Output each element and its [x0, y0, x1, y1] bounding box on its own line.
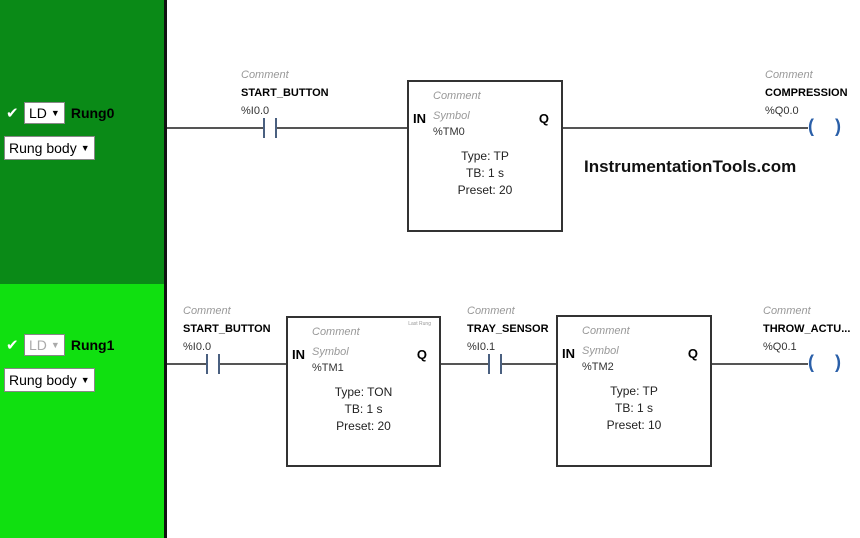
coil-comment[interactable]: Comment: [765, 69, 813, 81]
timer-comment[interactable]: Comment: [312, 326, 360, 338]
chevron-down-icon: ▼: [50, 108, 60, 118]
timer-address: %TM1: [312, 362, 344, 374]
timer-in-pin: IN: [292, 347, 305, 362]
rung1-timer2-block[interactable]: Comment IN Symbol %TM2 Q Type: TP TB: 1 …: [556, 315, 712, 467]
chevron-down-icon: ▼: [80, 375, 90, 385]
coil-address[interactable]: %Q0.1: [763, 341, 797, 353]
timer-preset: Preset: 20: [457, 183, 513, 197]
timer-preset: Preset: 20: [336, 419, 391, 433]
wire: [712, 363, 808, 365]
coil-name[interactable]: THROW_ACTU...: [763, 323, 851, 335]
contact-address[interactable]: %I0.0: [241, 105, 270, 117]
rung0-panel: ✔ LD ▼ Rung0 Rung body ▼: [0, 0, 164, 284]
timer-comment[interactable]: Comment: [582, 325, 630, 337]
rung1-panel: ✔ LD ▼ Rung1 Rung body ▼: [0, 284, 164, 538]
timer-symbol[interactable]: Symbol: [433, 110, 470, 122]
timer-params: Type: TP TB: 1 s Preset: 10: [558, 383, 710, 434]
timer-tb: TB: 1 s: [344, 402, 383, 416]
timer-q-pin: Q: [416, 347, 427, 362]
rung1-name: Rung1: [70, 337, 115, 353]
rung1-language-select[interactable]: LD ▼: [24, 334, 65, 356]
wire: [277, 127, 408, 129]
timer-tiny-label: Last Rung: [408, 321, 431, 327]
rung1-start-contact[interactable]: [206, 354, 220, 374]
timer-preset: Preset: 10: [606, 418, 662, 432]
coil-comment[interactable]: Comment: [763, 305, 811, 317]
wire: [167, 127, 263, 129]
left-power-rail: [164, 0, 167, 538]
rung1-timer1-block[interactable]: Last Rung Comment IN Symbol %TM1 Q Type:…: [286, 316, 441, 467]
contact-comment[interactable]: Comment: [241, 69, 289, 81]
timer-q-pin: Q: [687, 346, 698, 361]
rung0-no-contact[interactable]: [263, 118, 277, 138]
timer-params: Type: TP TB: 1 s Preset: 20: [409, 148, 561, 199]
rung1-header: ✔ LD ▼ Rung1: [6, 334, 114, 356]
wire: [502, 363, 557, 365]
timer-address: %TM2: [582, 361, 614, 373]
rung0-name: Rung0: [70, 105, 115, 121]
contact-name[interactable]: TRAY_SENSOR: [467, 323, 549, 335]
timer-in-pin: IN: [562, 346, 575, 361]
rung0-body-select[interactable]: Rung body ▼: [4, 136, 95, 160]
rung1-tray-contact[interactable]: [488, 354, 502, 374]
rung1-coil[interactable]: ( ): [808, 352, 849, 372]
coil-address[interactable]: %Q0.0: [765, 105, 799, 117]
wire: [441, 363, 488, 365]
timer-q-pin: Q: [538, 111, 549, 126]
rung1-language-value: LD: [29, 337, 47, 353]
wire: [220, 363, 286, 365]
timer-type: Type: TP: [461, 149, 509, 163]
timer-params: Type: TON TB: 1 s Preset: 20: [288, 384, 439, 435]
rung0-checkmark-icon[interactable]: ✔: [6, 105, 19, 122]
contact-name[interactable]: START_BUTTON: [241, 87, 329, 99]
timer-tb: TB: 1 s: [614, 401, 653, 415]
chevron-down-icon: ▼: [80, 143, 90, 153]
rung0-timer-block[interactable]: Comment IN Symbol %TM0 Q Type: TP TB: 1 …: [407, 80, 563, 232]
timer-tb: TB: 1 s: [465, 166, 504, 180]
contact-address[interactable]: %I0.0: [183, 341, 212, 353]
wire: [563, 127, 808, 129]
rung0-language-value: LD: [29, 105, 47, 121]
rung0-header: ✔ LD ▼ Rung0: [6, 102, 114, 124]
watermark: InstrumentationTools.com: [584, 157, 797, 176]
chevron-down-icon: ▼: [50, 340, 60, 350]
timer-symbol[interactable]: Symbol: [312, 346, 349, 358]
contact-comment[interactable]: Comment: [183, 305, 231, 317]
rung0-body-label: Rung body: [9, 140, 77, 156]
coil-name[interactable]: COMPRESSION: [765, 87, 848, 99]
timer-address: %TM0: [433, 126, 465, 138]
rung1-body-label: Rung body: [9, 372, 77, 388]
timer-symbol[interactable]: Symbol: [582, 345, 619, 357]
timer-type: Type: TP: [610, 384, 658, 398]
timer-in-pin: IN: [413, 111, 426, 126]
contact-comment[interactable]: Comment: [467, 305, 515, 317]
rung0-coil[interactable]: ( ): [808, 116, 849, 136]
rung1-body-select[interactable]: Rung body ▼: [4, 368, 95, 392]
timer-comment[interactable]: Comment: [433, 90, 481, 102]
contact-address[interactable]: %I0.1: [467, 341, 496, 353]
timer-type: Type: TON: [334, 385, 393, 399]
contact-name[interactable]: START_BUTTON: [183, 323, 271, 335]
wire: [167, 363, 206, 365]
rung0-language-select[interactable]: LD ▼: [24, 102, 65, 124]
rung1-checkmark-icon[interactable]: ✔: [6, 337, 19, 354]
